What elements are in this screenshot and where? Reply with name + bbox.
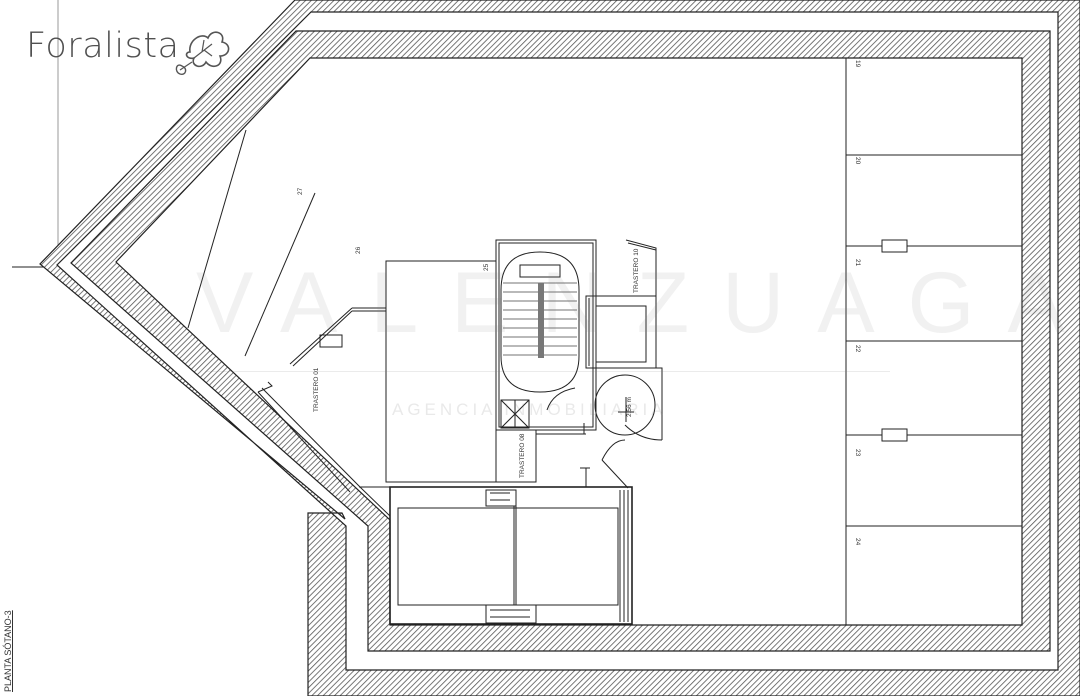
storage-10-label: TRASTERO 10 [633, 248, 640, 293]
outer-wall [39, 0, 1080, 696]
watermark-sub: AGENCIA INMOBILIARIA [392, 400, 667, 419]
watermark-rule [205, 371, 890, 372]
storage-01 [257, 307, 386, 493]
watermark-main: VALENZUAGA [196, 255, 1080, 351]
bay-23-label: 23 [854, 449, 861, 457]
grape-leaf-icon [175, 31, 230, 76]
bay-21-label: 21 [854, 259, 861, 267]
parking-bays [845, 58, 1022, 625]
parking-number-labels: 19 20 21 22 23 24 25 26 27 [297, 60, 861, 546]
storage-01-label: TRASTERO 01 [313, 367, 320, 412]
bay-22-label: 22 [854, 345, 861, 353]
core-rooms [385, 239, 663, 489]
storage-labels: TRASTERO 01 TRASTERO 08 TRASTERO 10 2.56… [313, 248, 640, 478]
brand-logo-text: Foralista [26, 26, 180, 66]
bay-25-label: 25 [483, 263, 490, 271]
bay-20-label: 20 [854, 157, 861, 165]
bay-26-label: 26 [355, 246, 362, 254]
dimension-label: 2.56 m [626, 397, 633, 417]
plan-title: PLANTA SÓTANO-3 [3, 610, 13, 692]
storage-08-label: TRASTERO 08 [519, 433, 526, 478]
storage-block [359, 486, 633, 625]
bay-19-label: 19 [854, 60, 861, 68]
bay-27-label: 27 [297, 187, 304, 195]
bay-24-label: 24 [854, 538, 861, 546]
inner-wall [70, 30, 1051, 652]
